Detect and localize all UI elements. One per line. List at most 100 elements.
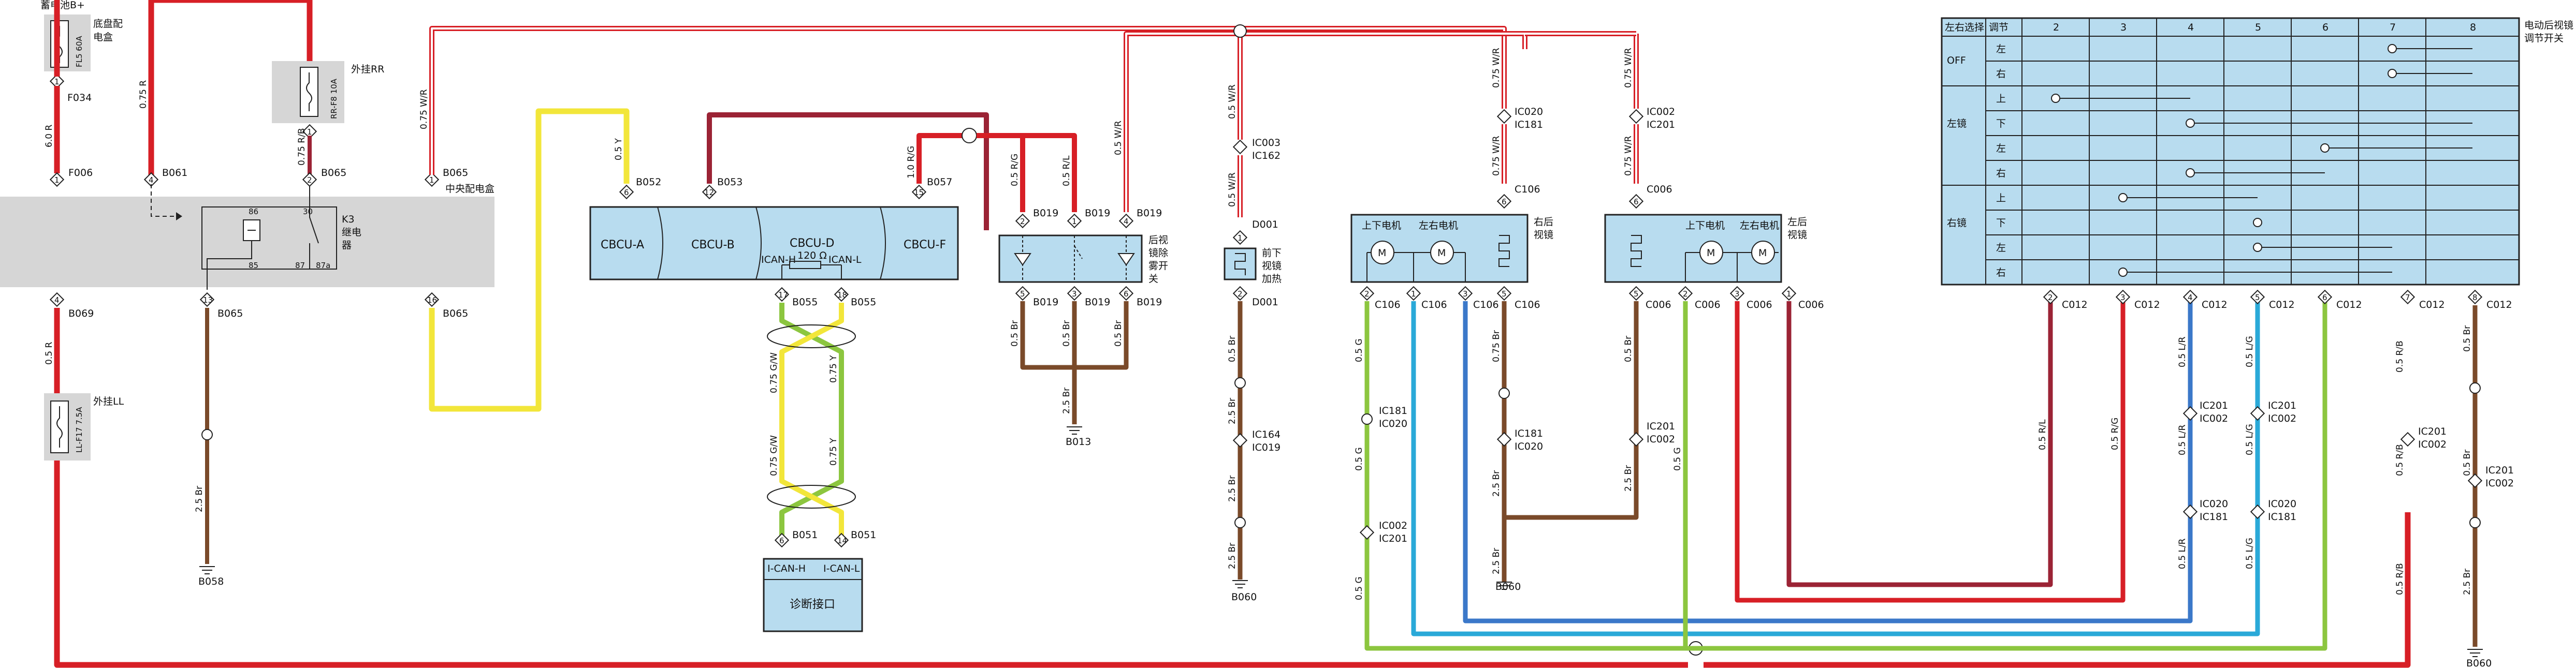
ic002-lm-label: IC002 — [1647, 434, 1675, 445]
ic003-label: IC003 — [1252, 137, 1280, 149]
wire-can-l-yellow — [779, 303, 844, 536]
c012-label: C012 — [2202, 299, 2228, 310]
b052-label: B052 — [636, 176, 661, 188]
c012-pin-num: 2 — [2048, 293, 2053, 302]
left-mirror-motor-2-m: M — [1758, 247, 1767, 259]
b060c-ground-symbol — [2467, 649, 2483, 657]
wire-rm-blue — [1463, 301, 2193, 624]
switch-title-1: 电动后视镜 — [2524, 20, 2573, 31]
b060c-label: B060 — [2466, 658, 2492, 668]
c006-label-c: C006 — [1747, 299, 1772, 310]
b019-pin-3 — [1067, 286, 1082, 301]
wire-label-2-5br-b058: 2.5 Br — [194, 486, 205, 512]
cbcu-d-label: CBCU-D — [790, 237, 834, 250]
ic162-label: IC162 — [1252, 150, 1280, 161]
ic020-top-label: IC020 — [1515, 106, 1543, 117]
wire-label-0-75y-2: 0.75 Y — [828, 438, 839, 466]
switch-title-2: 调节开关 — [2524, 33, 2564, 44]
wire-0-5rl-defog — [977, 133, 1077, 212]
f034-pin-num: 1 — [54, 77, 60, 86]
b019-pin-5-num: 5 — [1020, 289, 1025, 299]
c012-pin-num: 8 — [2472, 293, 2478, 302]
defog-led-2 — [1117, 253, 1135, 266]
wire-label-0-5wr-heater: 0.5 W/R — [1227, 84, 1238, 119]
switch-row-sub: 右 — [1996, 68, 2006, 80]
c006-pin-2 — [1678, 286, 1693, 301]
fl5-top-label: 蓄电池B+ — [40, 0, 85, 11]
b019-pin-1 — [1067, 213, 1082, 229]
c006-pin-2-num: 2 — [1683, 289, 1688, 299]
wire-rm-cyan — [1411, 301, 2260, 636]
b055b-label: B055 — [851, 296, 876, 308]
c106-label-d: C106 — [1515, 299, 1540, 310]
defog-switch-label-1: 后视 — [1148, 234, 1168, 246]
ic201-c012-pin-a — [2182, 406, 2198, 421]
diag-port — [763, 558, 863, 632]
c006-pin-1 — [1781, 286, 1797, 301]
wire-label-0-75wr-rm-2: 0.75 W/R — [1491, 136, 1502, 176]
left-mirror-label-2: 视镜 — [1787, 229, 1807, 241]
wire-label-0-75gw-2: 0.75 G/W — [769, 435, 779, 476]
c012-label: C012 — [2062, 299, 2088, 310]
c006-label-a: C006 — [1646, 299, 1671, 310]
b053-pin — [702, 184, 717, 200]
b013-label: B013 — [1066, 436, 1091, 448]
wire-rm-green — [1364, 301, 1696, 651]
b057-label: B057 — [927, 176, 952, 188]
d001b-pin — [1232, 286, 1248, 301]
wire-can-h-green — [779, 303, 844, 536]
ic181-c012-label-b: IC181 — [2268, 511, 2296, 523]
rrf8-name: RR-F8 10A — [329, 78, 339, 119]
b060a-ground-symbol — [1232, 580, 1248, 588]
heater-splice-2 — [1234, 517, 1246, 528]
c106-label-c: C106 — [1473, 299, 1499, 310]
c012-label: C012 — [2486, 299, 2512, 310]
b065c-pin — [199, 292, 215, 307]
wire-label-0-5rl: 0.5 R/L — [1061, 155, 1072, 186]
wire-label-0-75rb: 0.75 R/B — [297, 128, 307, 166]
left-mirror-motor-ud: 上下电机 — [1685, 220, 1725, 231]
c106-pin-2-num: 2 — [1364, 289, 1370, 299]
cbcu-module — [589, 206, 959, 280]
b061-pin — [143, 172, 159, 187]
c106-pin-1 — [1406, 286, 1421, 301]
b058-splice — [201, 429, 213, 440]
wire-label-0-5br-d1: 0.5 Br — [1010, 320, 1020, 347]
b055b-pin — [834, 287, 849, 302]
llf17-name: LL-F17 7.5A — [75, 407, 84, 453]
heater-element — [1234, 253, 1246, 275]
ic201-rm-label: IC201 — [1379, 533, 1407, 544]
d001a-pin — [1232, 230, 1248, 245]
relay-pin-85: 85 — [249, 261, 258, 270]
right-mirror-motor-lr: 左右电机 — [1419, 220, 1458, 231]
b019-label-c: B019 — [1137, 207, 1162, 219]
ic201-c012-label-b: IC201 — [2268, 400, 2296, 411]
b051a-pin-num: 6 — [779, 536, 784, 545]
wire-yellow-b052 — [429, 108, 630, 412]
wire-label-0-75wr-rm: 0.75 W/R — [1491, 48, 1502, 88]
left-mirror-internal-wiring — [1685, 252, 1782, 282]
b055a-label: B055 — [792, 296, 818, 308]
c006-top-pin — [1628, 194, 1644, 209]
switch-header-cell: 2 — [2053, 22, 2059, 33]
right-mirror-motor-ud: 上下电机 — [1362, 220, 1401, 231]
heater-label-1: 前下 — [1262, 247, 1282, 259]
c106-label-a: C106 — [1375, 299, 1401, 310]
c006-top-pin-num: 6 — [1634, 197, 1639, 206]
f006-pin — [49, 172, 65, 187]
c012-pin — [2043, 289, 2058, 305]
switch-header-cell: 调节 — [1989, 22, 2009, 33]
switch-row-sub: 左 — [1996, 242, 2006, 254]
wire-label-2-5br-lm: 2.5 Br — [1623, 465, 1634, 492]
wire-label-0-75br-rm: 0.75 Br — [1491, 330, 1502, 362]
wire-label-0-5rb-c012-1: 0.5 R/B — [2395, 340, 2405, 373]
wire-label-6-0r: 6.0 R — [44, 125, 54, 147]
relay-k3 — [201, 206, 337, 270]
b019-label-e: B019 — [1085, 296, 1110, 308]
b065d-pin-num: 16 — [427, 295, 437, 305]
relay-name: K3 — [342, 214, 355, 225]
c106-pin-2 — [1359, 286, 1375, 301]
c006-pin-5-num: 5 — [1634, 289, 1639, 299]
ic201-lm-label: IC201 — [1647, 421, 1675, 432]
